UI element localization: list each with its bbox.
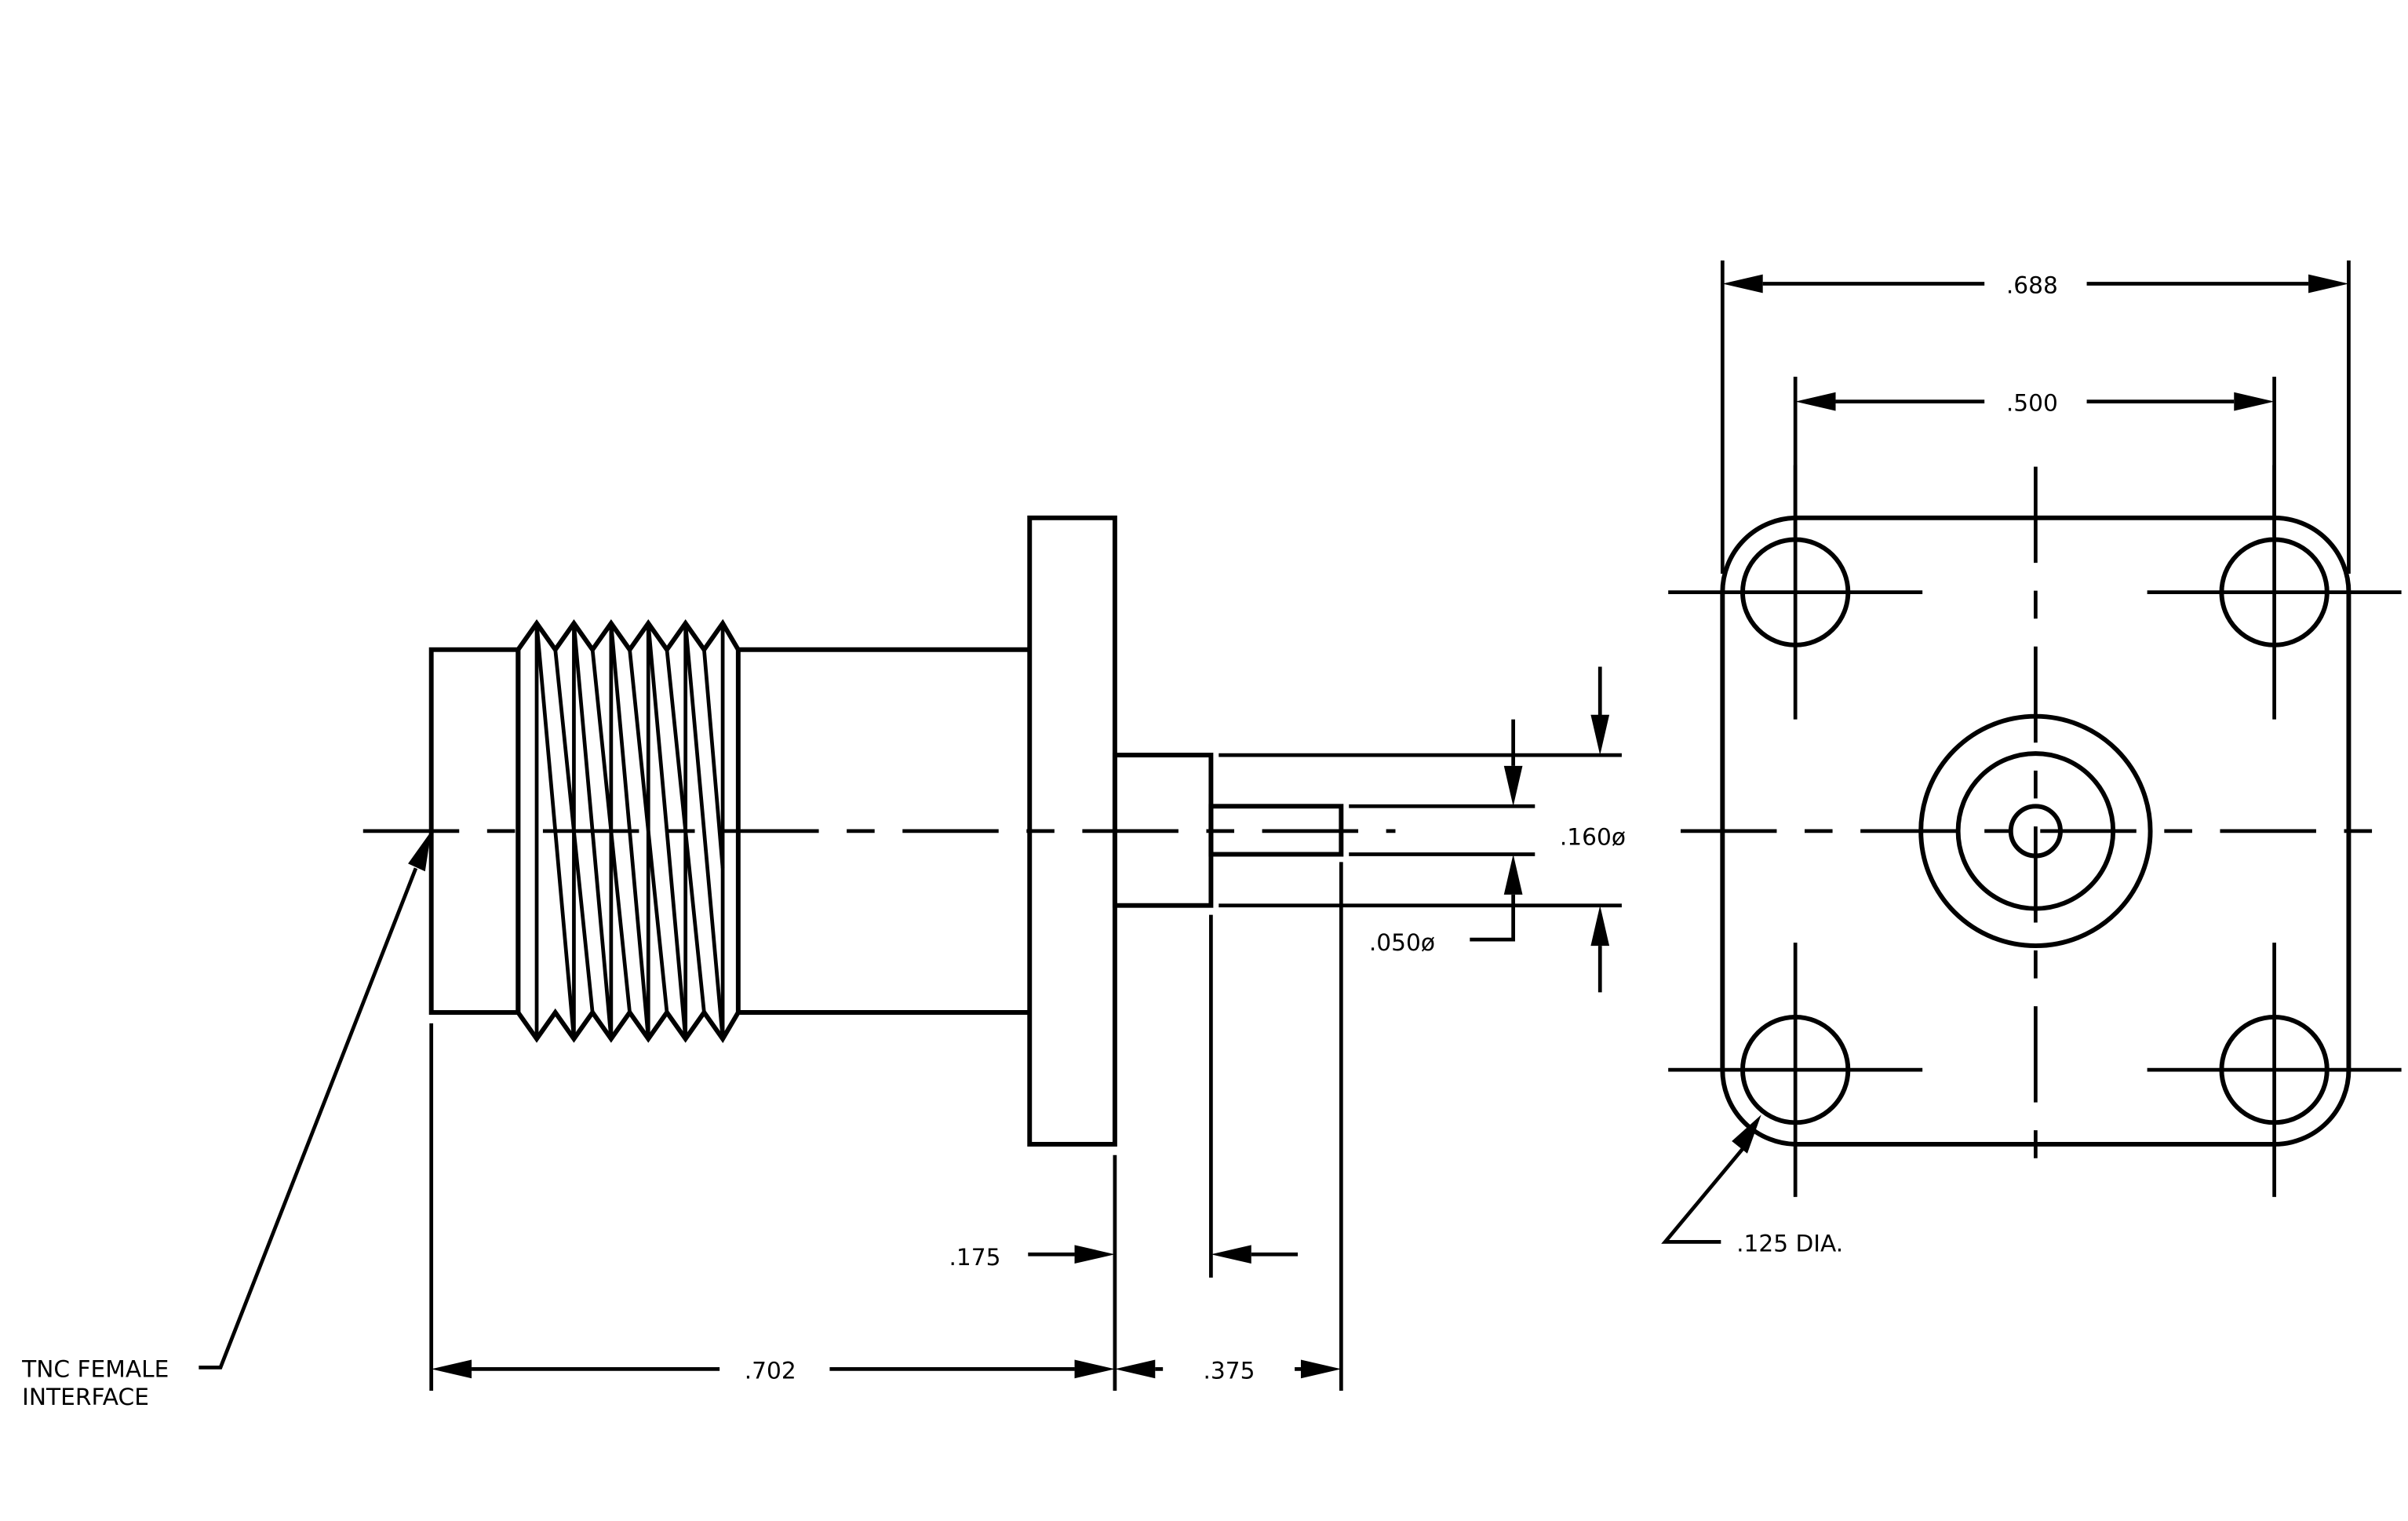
side-view: .160ø .050ø .702 .375 — [21, 515, 1626, 1410]
mounting-hole-bottom-left — [1668, 943, 1923, 1198]
contact-pin — [1208, 804, 1344, 857]
front-view: .688 .500 .125 DIA. — [1661, 260, 2402, 1257]
body-rear-section — [738, 647, 1030, 1015]
dim-overall-body-label: .702 — [745, 1356, 796, 1384]
dim-overall-body — [431, 1359, 1115, 1379]
hole-dia-leader — [1661, 1114, 1761, 1244]
dim-flange-thickness — [1028, 1245, 1299, 1264]
dim-pin-extension — [1114, 1359, 1342, 1379]
connector-dielectric — [1955, 751, 2116, 911]
dim-flange-width — [1720, 260, 2351, 574]
dim-flange-thickness-label: .175 — [949, 1243, 1001, 1271]
dim-hole-spacing — [1793, 377, 2276, 537]
threaded-section — [515, 618, 741, 1044]
mounting-hole-top-left — [1668, 465, 1923, 720]
interface-label-line2: INTERFACE — [22, 1383, 149, 1410]
connector-center-pin — [2008, 804, 2063, 859]
dim-hole-dia-label: .125 DIA. — [1736, 1229, 1843, 1257]
dim-pin-extension-label: .375 — [1204, 1356, 1255, 1384]
mounting-hole-bottom-right — [2147, 943, 2402, 1198]
interface-leader — [199, 830, 432, 1370]
dim-pin-dia-label: .050ø — [1369, 928, 1435, 956]
horizontal-extension-lines — [429, 862, 1343, 1392]
dim-flange-width-label: .688 — [2006, 271, 2058, 298]
connector-outer-ring — [1918, 713, 2153, 949]
interface-label-line1: TNC FEMALE — [21, 1355, 169, 1382]
dim-pin-dia-arrows — [1470, 719, 1523, 942]
diameter-extension-lines — [1219, 753, 1622, 908]
dim-pin-shoulder-dia-arrows — [1590, 666, 1610, 993]
dim-hole-spacing-label: .500 — [2006, 389, 2058, 417]
dim-pin-shoulder-dia-label: .160ø — [1560, 823, 1626, 851]
